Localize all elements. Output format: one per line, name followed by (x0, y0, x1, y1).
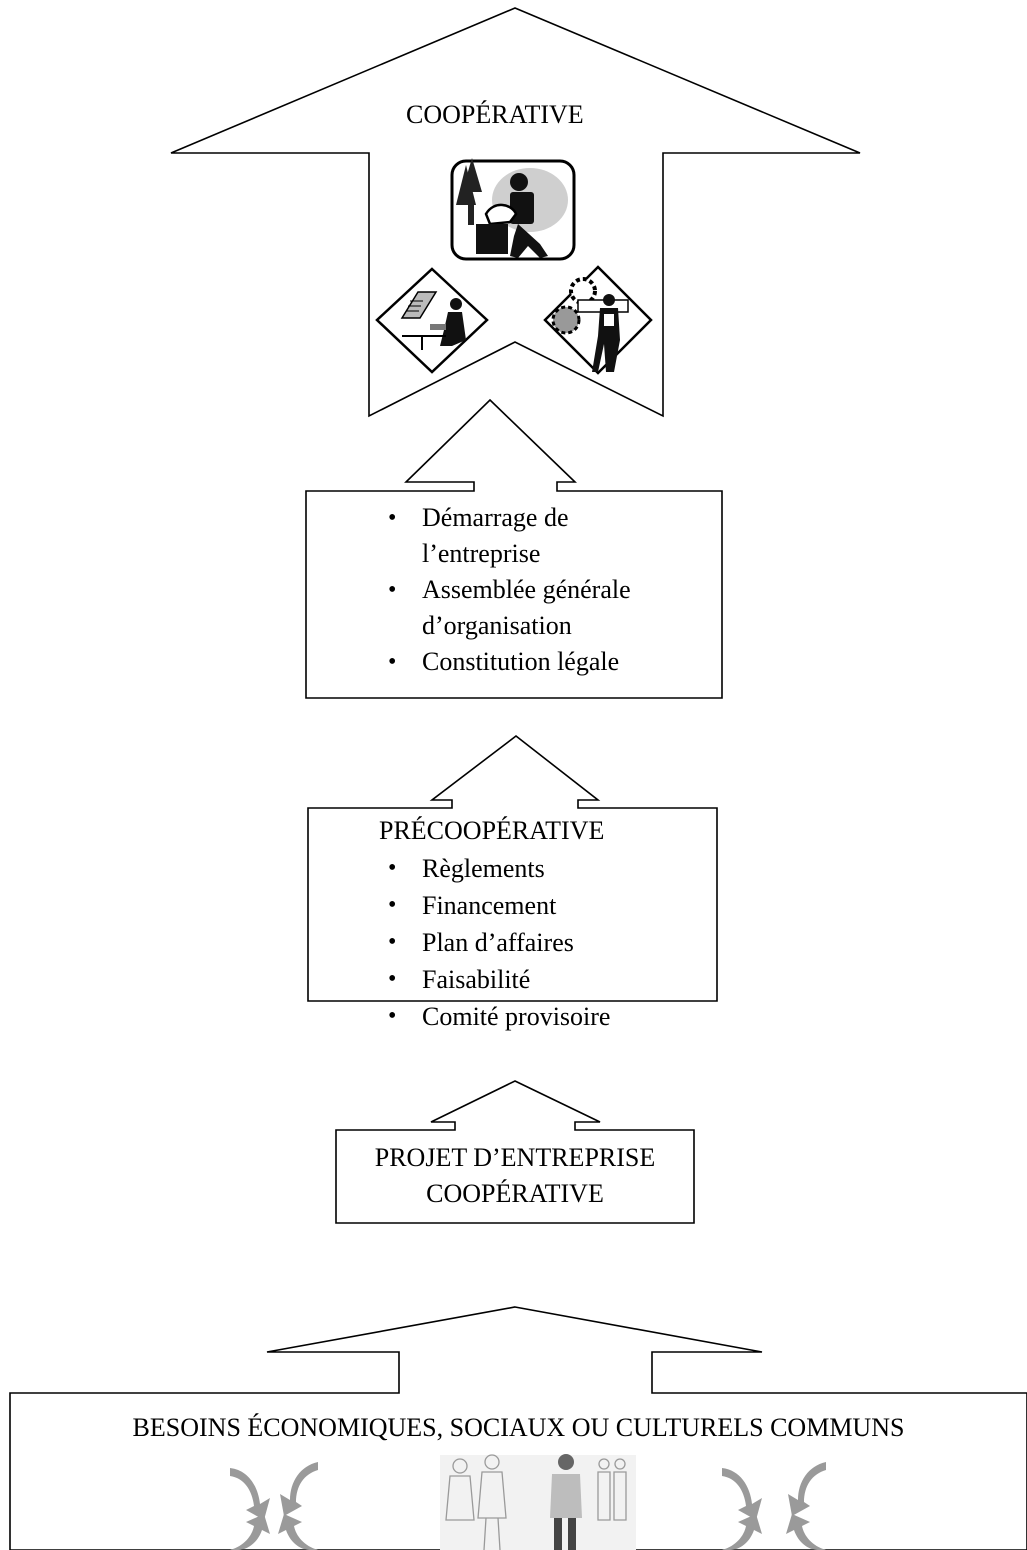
exchange-arrows-icon (230, 1462, 318, 1550)
precooperative-title: PRÉCOOPÉRATIVE (379, 816, 605, 845)
launch-stage-list: Démarrage de l’entreprise Assemblée géné… (382, 500, 631, 680)
needs-arrow (9, 1306, 1027, 1550)
precooperative-list: Règlements Financement Plan d’affaires F… (382, 850, 610, 1035)
office-worker-icon (375, 267, 489, 374)
cooperative-title: COOPÉRATIVE (406, 100, 584, 129)
machinery-worker-icon (543, 265, 653, 375)
project-arrow (335, 1080, 695, 1224)
list-item: Assemblée générale d’organisation (382, 572, 631, 644)
list-item: Démarrage de l’entreprise (382, 500, 631, 572)
list-item: Financement (382, 887, 610, 924)
list-item: Comité provisoire (382, 998, 610, 1035)
exchange-arrows-icon (722, 1462, 826, 1550)
needs-title: BESOINS ÉCONOMIQUES, SOCIAUX OU CULTUREL… (132, 1413, 905, 1442)
list-item: Constitution légale (382, 644, 631, 680)
lumberjack-icon (450, 158, 576, 261)
list-item: Faisabilité (382, 961, 610, 998)
project-title: PROJET D’ENTREPRISE COOPÉRATIVE (374, 1143, 656, 1208)
list-item: Règlements (382, 850, 610, 887)
group-of-people-icon (440, 1454, 636, 1550)
list-item: Plan d’affaires (382, 924, 610, 961)
